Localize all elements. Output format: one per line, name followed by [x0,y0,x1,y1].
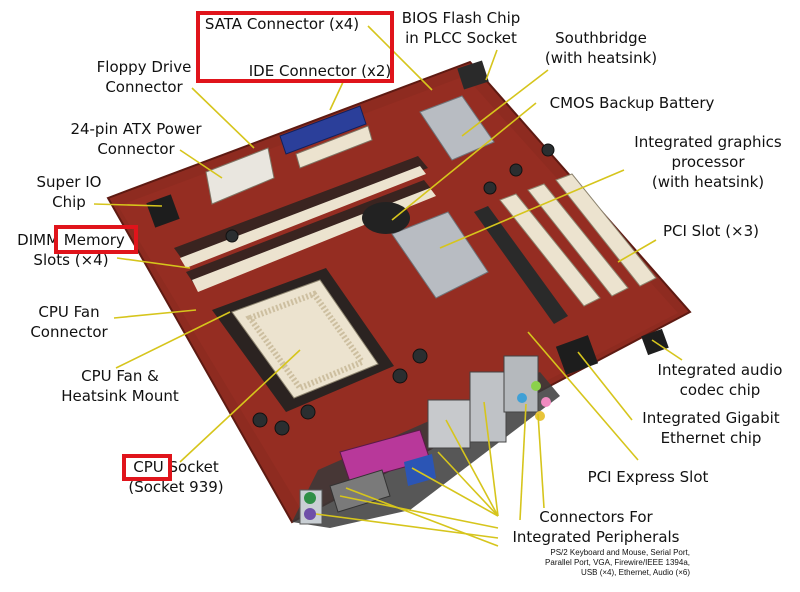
igp-heatsink [391,211,489,299]
label-cpu-fan-heatsink-mount: CPU Fan &Heatsink Mount [61,367,179,405]
label-cmos-battery: CMOS Backup Battery [549,94,715,112]
pci-slots [474,173,657,324]
highlight-sata-ide [196,11,394,83]
label-sata-connector: SATA Connector (x4) [204,15,360,33]
ide-connectors [279,105,367,155]
label-cpu-socket: CPU Socket(Socket 939) [128,458,224,496]
atx-power-connector [205,147,275,205]
cmos-battery [362,202,410,234]
leader-lines [93,25,683,547]
cpu-socket [212,268,394,412]
label-pci-slot: PCI Slot (×3) [662,222,760,240]
highlight-memory [54,225,138,254]
peripherals-footnote: PS/2 Keyboard and Mouse, Serial Port,Par… [545,548,690,577]
label-pci-express-slot: PCI Express Slot [587,468,709,486]
label-southbridge: Southbridge(with heatsink) [544,29,658,67]
highlight-cpu [122,454,172,481]
southbridge-heatsink [419,95,495,161]
label-ide-connector: IDE Connector (x2) [248,62,392,80]
